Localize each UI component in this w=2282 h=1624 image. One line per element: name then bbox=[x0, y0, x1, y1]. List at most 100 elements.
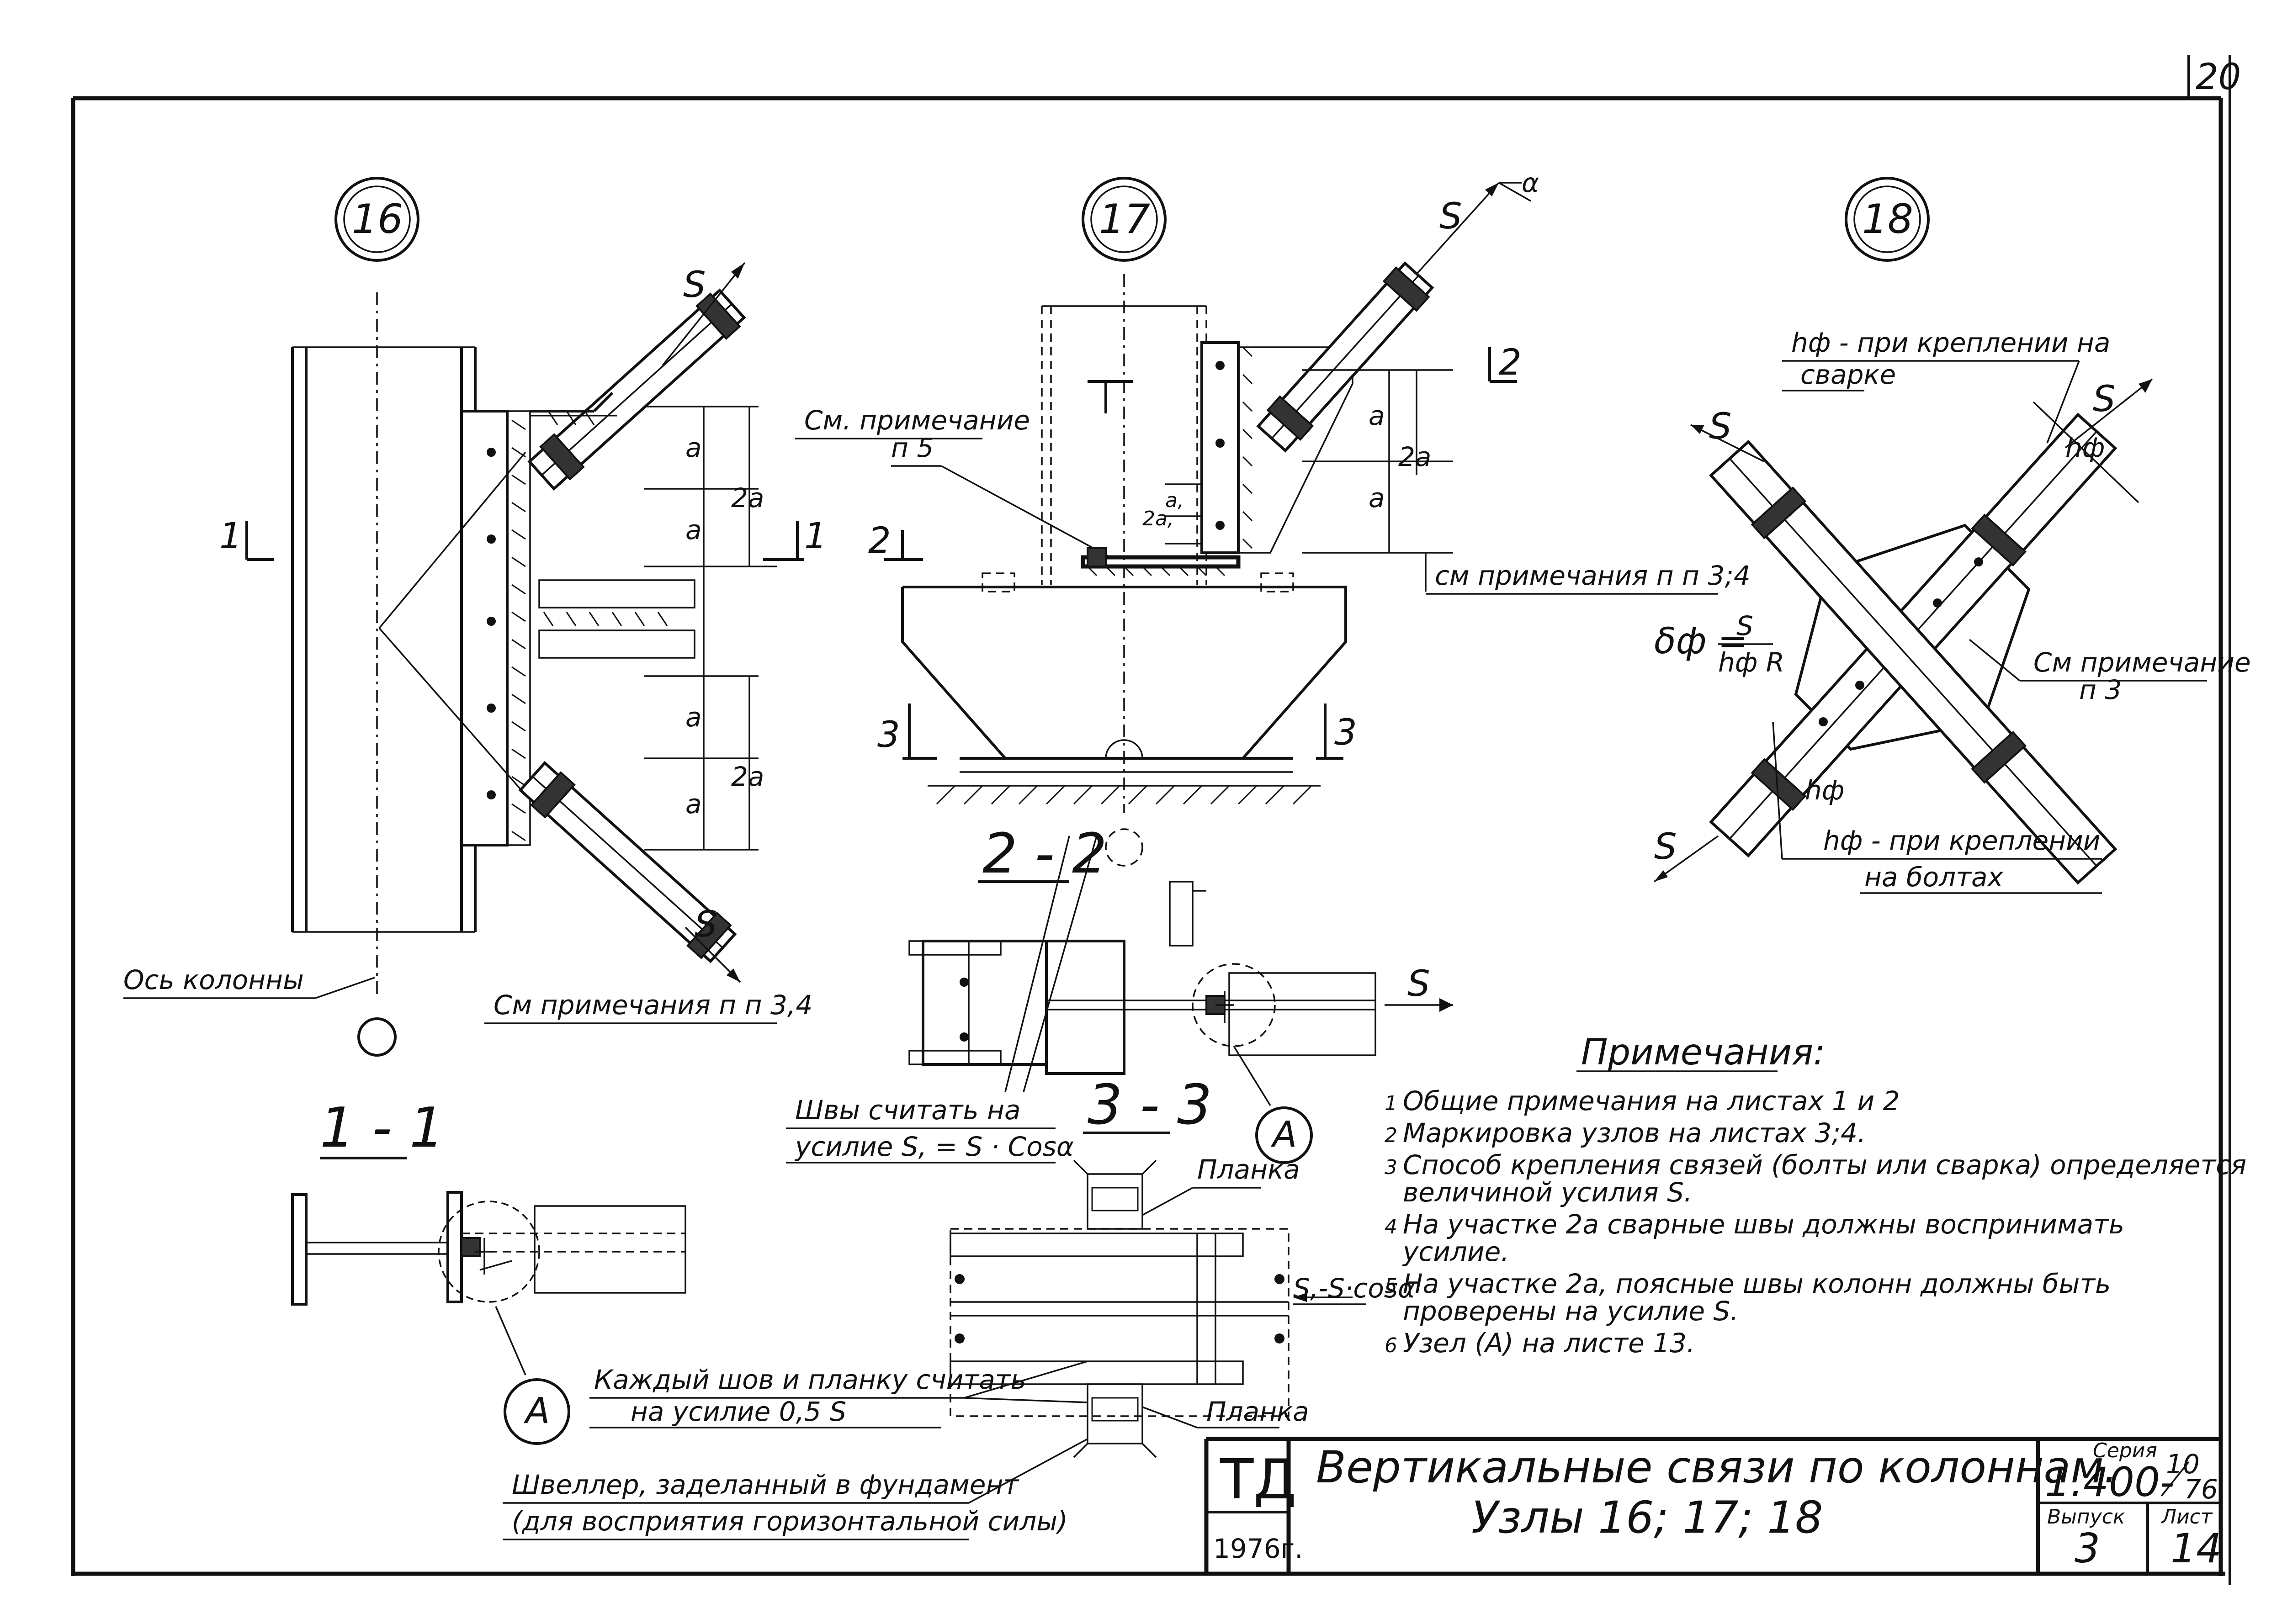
cut-1-right: 1 bbox=[804, 516, 827, 557]
force-label-lower: S bbox=[695, 904, 717, 945]
force-label-22: S bbox=[1407, 963, 1430, 1005]
node-16-drawing: 16 bbox=[123, 177, 827, 1057]
dim-17-a2: а bbox=[1369, 482, 1385, 513]
sheet-label: Лист bbox=[2160, 1505, 2213, 1529]
node-18-drawing: 18 S S S hф - при кре bbox=[1653, 177, 2251, 894]
force-label-upper: S bbox=[683, 264, 706, 306]
node-18-marker bbox=[1845, 177, 1930, 262]
sheet-value: 14 bbox=[2171, 1525, 2222, 1572]
section-2-2: 2 - 2 А S Швы считать на усилие S, = S ·… bbox=[786, 822, 1453, 1164]
see-note-3-line1: См примечание bbox=[2033, 647, 2251, 678]
bolt-holes bbox=[487, 448, 496, 799]
section-3-3: 3 - 3 Планка Планка S,-S·cosα Каждый шов bbox=[503, 1074, 1415, 1540]
cut-1-left: 1 bbox=[219, 516, 242, 557]
note-4-text: На участке 2а сварные швы должны восприн… bbox=[1403, 1209, 2124, 1240]
hf-weld-line1: hф - при креплении на bbox=[1791, 327, 2110, 358]
title-line1: Вертикальные связи по колоннам. bbox=[1316, 1442, 2117, 1493]
year: 1976г. bbox=[1213, 1533, 1303, 1564]
see-note-34b-label: см примечания п п 3;4 bbox=[1435, 560, 1751, 591]
welds-label-line1: Швы считать на bbox=[795, 1095, 1020, 1126]
note-3-num: 3 bbox=[1385, 1156, 1397, 1179]
title-line2: Узлы 16; 17; 18 bbox=[1471, 1492, 1823, 1543]
series-label: Серия bbox=[2093, 1439, 2157, 1462]
series-fraction-top: 10 bbox=[2166, 1449, 2200, 1480]
note-3b-text: величиной усилия S. bbox=[1403, 1177, 1692, 1208]
hf-bolt-line2: на болтах bbox=[1864, 862, 2004, 893]
hf-bolt-line1: hф - при креплении bbox=[1823, 825, 2101, 856]
see-note-5-line1: См. примечание bbox=[804, 405, 1030, 436]
note-5b-text: проверены на усилие S. bbox=[1403, 1296, 1739, 1327]
page-number: 20 bbox=[2196, 57, 2241, 98]
title-block: ТД 1976г. Вертикальные связи по колоннам… bbox=[1204, 1437, 2222, 1574]
note-4b-text: усилие. bbox=[1402, 1236, 1509, 1267]
plank-label-bottom: Планка bbox=[1206, 1396, 1309, 1427]
force-label-18-ll: S bbox=[1654, 826, 1677, 868]
detail-a-label-1: А bbox=[523, 1391, 550, 1432]
column-axis-label: Ось колонны bbox=[123, 964, 304, 995]
force-label-18-ul: S bbox=[1709, 406, 1732, 447]
welds-label-line2: усилие S, = S · Cosα bbox=[794, 1131, 1074, 1162]
node-16-number: 16 bbox=[352, 196, 403, 243]
note-6-num: 6 bbox=[1385, 1334, 1397, 1357]
see-note-34-label: См примечания п п 3,4 bbox=[494, 989, 812, 1021]
dim-a-4: а bbox=[685, 788, 702, 820]
node-17-marker bbox=[1082, 177, 1167, 262]
s-cos-label: S,-S·cosα bbox=[1293, 1273, 1415, 1304]
hf-label-top: hф bbox=[2065, 432, 2105, 463]
note-6-text: Узел (А) на листе 13. bbox=[1403, 1328, 1695, 1359]
note-1-num: 1 bbox=[1385, 1092, 1397, 1115]
note-1-text: Общие примечания на листах 1 и 2 bbox=[1403, 1085, 1900, 1116]
cut-2-right: 2 bbox=[1499, 342, 1522, 383]
series-number: 1.400- bbox=[2045, 1459, 2175, 1506]
force-label-17: S bbox=[1439, 196, 1462, 237]
dim-17-2a: 2а bbox=[1398, 441, 1431, 472]
hf-label-bottom: hф bbox=[1805, 775, 1844, 806]
sheet-frame: 20 bbox=[71, 55, 2241, 1585]
see-note-3-line2: п 3 bbox=[2079, 674, 2122, 705]
note-3-text: Способ крепления связей (болты или сварк… bbox=[1403, 1149, 2246, 1180]
notes-block: Примечания: 1 Общие примечания на листах… bbox=[1385, 1032, 2246, 1359]
logo: ТД bbox=[1220, 1448, 1296, 1512]
section-1-1-title: 1 - 1 bbox=[320, 1096, 444, 1160]
detail-a-label-2: А bbox=[1270, 1114, 1297, 1155]
issue-label: Выпуск bbox=[2047, 1505, 2125, 1529]
dim-17-a1: а bbox=[1369, 400, 1385, 431]
dim-a-1: а bbox=[685, 432, 702, 463]
dim-2a-1: 2а bbox=[731, 482, 764, 513]
notes-heading: Примечания: bbox=[1581, 1032, 1825, 1073]
each-weld-line1: Каждый шов и планку считать bbox=[594, 1364, 1026, 1395]
node-16-marker bbox=[334, 177, 419, 262]
plank-label-top: Планка bbox=[1197, 1154, 1300, 1185]
note-5-num: 5 bbox=[1385, 1275, 1397, 1298]
node-17-drawing: 17 S α bbox=[795, 167, 1751, 867]
force-label-18-ur: S bbox=[2093, 379, 2116, 420]
series-fraction-bottom: 76 bbox=[2184, 1474, 2218, 1505]
node-17-number: 17 bbox=[1099, 196, 1150, 243]
see-note-5-line2: п 5 bbox=[891, 432, 934, 463]
dim-a-3: а bbox=[685, 702, 702, 733]
channel-label-line1: Швеллер, заделанный в фундамент bbox=[512, 1469, 1019, 1500]
section-1-1: 1 - 1 А bbox=[291, 1096, 686, 1445]
issue-value: 3 bbox=[2075, 1525, 2100, 1572]
note-5-text: На участке 2а, поясные швы колонн должны… bbox=[1403, 1268, 2111, 1299]
channel-label-line2: (для восприятия горизонтальной силы) bbox=[512, 1506, 1068, 1537]
each-weld-line2: на усилие 0,5 S bbox=[631, 1396, 846, 1427]
delta-f-num: S bbox=[1736, 610, 1753, 641]
alpha-label: α bbox=[1522, 167, 1539, 198]
cut-3-left: 3 bbox=[877, 714, 900, 756]
delta-f-label: δф = bbox=[1654, 621, 1748, 662]
cut-3-right: 3 bbox=[1334, 712, 1357, 753]
note-4-num: 4 bbox=[1385, 1215, 1397, 1238]
delta-f-den: hф R bbox=[1718, 647, 1784, 678]
dim-17-a1-small: а, bbox=[1165, 489, 1184, 512]
dim-a-2: а bbox=[685, 514, 702, 545]
section-3-3-title: 3 - 3 bbox=[1088, 1074, 1212, 1137]
hf-weld-line2: сварке bbox=[1800, 359, 1896, 390]
note-2-text: Маркировка узлов на листах 3;4. bbox=[1403, 1117, 1866, 1148]
dim-17-2a1: 2а, bbox=[1142, 507, 1174, 530]
note-2-num: 2 bbox=[1385, 1124, 1397, 1147]
section-2-2-title: 2 - 2 bbox=[982, 822, 1107, 886]
node-18-number: 18 bbox=[1862, 196, 1913, 243]
cut-2-left: 2 bbox=[868, 520, 891, 561]
